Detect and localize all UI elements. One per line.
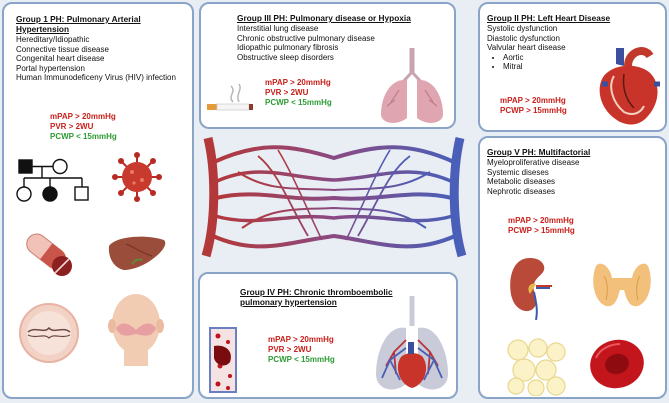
pvr-label: PVR > 2WU [50, 122, 94, 131]
group3-criteria: mPAP > 20mmHg PVR > 2WU PCWP < 15mmHg [265, 78, 332, 108]
valve-sublist: Aortic Mitral [487, 53, 566, 72]
list-item: Interstitial lung disease [237, 24, 319, 33]
liver-icon [108, 236, 166, 270]
vascular-network-icon [201, 136, 467, 258]
pcwp-label: PCWP > 15mmHg [500, 106, 567, 115]
pcwp-label: PCWP < 15mmHg [50, 132, 117, 141]
group5-criteria: mPAP > 20mmHg PCWP > 15mmHg [508, 216, 575, 236]
mpap-label: mPAP > 20mmHg [508, 216, 574, 225]
list-item: Portal hypertension [16, 63, 85, 73]
group1-list: Hereditary/Idiopathic Connective tissue … [16, 35, 191, 83]
group2-criteria: mPAP > 20mmHg PCWP > 15mmHg [500, 96, 567, 116]
lungs-heart-icon [376, 296, 448, 390]
list-item: Diastolic dysfunction [487, 33, 560, 43]
list-item: Myeloproliferative disease [487, 158, 580, 167]
mpap-label: mPAP > 20mmHg [50, 112, 116, 121]
list-item: Mitral [503, 62, 566, 72]
virus-icon [112, 152, 162, 202]
list-item: Nephrotic diseases [487, 186, 556, 196]
group1-criteria: mPAP > 20mmHg PVR > 2WU PCWP < 15mmHg [50, 112, 117, 142]
group4-criteria: mPAP > 20mmHg PVR > 2WU PCWP < 15mmHg [268, 335, 335, 365]
group1-panel: Group 1 PH: Pulmonary Arterial Hypertens… [2, 2, 194, 399]
list-item: Systemic diseses [487, 167, 549, 177]
pedigree-icon [16, 158, 89, 202]
red-blood-cell-icon [590, 339, 644, 389]
list-item: Connective tissue disease [16, 44, 109, 54]
list-item: Chronic obstructive pulmonary disease [237, 33, 375, 43]
group4-panel: Group IV PH: Chronic thromboembolic pulm… [198, 272, 458, 399]
cigarette-icon [207, 83, 253, 111]
list-item: Metabolic diseases [487, 177, 556, 187]
heart-icon [599, 47, 660, 125]
pcwp-label: PCWP < 15mmHg [268, 355, 335, 364]
list-item: Congenital heart disease [16, 54, 105, 64]
group3-panel: Group III PH: Pulmonary disease or Hypox… [199, 2, 456, 129]
group2-list: Systolic dysfunction Diastolic dysfuncti… [487, 24, 566, 72]
face-rash-icon [108, 294, 164, 366]
lungs-icon [381, 48, 443, 123]
list-item: Idiopathic pulmonary fibrosis [237, 43, 339, 53]
thyroid-icon [593, 263, 651, 307]
kidney-icon [510, 258, 552, 320]
group5-list: Myeloproliferative disease Systemic dise… [487, 158, 580, 196]
pcwp-label: PCWP < 15mmHg [265, 98, 332, 107]
group5-title: Group V PH: Multifactorial [487, 147, 591, 157]
clot-vessel-icon [209, 327, 237, 393]
heart-valve-icon [19, 303, 79, 363]
group3-title: Group III PH: Pulmonary disease or Hypox… [237, 13, 411, 23]
pvr-label: PVR > 2WU [268, 345, 312, 354]
group4-title: Group IV PH: Chronic thromboembolic pulm… [240, 287, 393, 307]
pvr-label: PVR > 2WU [265, 88, 309, 97]
pill-icon [26, 233, 72, 276]
list-item: Systolic dysfunction [487, 24, 558, 33]
group5-panel: Group V PH: Multifactorial Myeloprolifer… [478, 136, 667, 399]
group3-list: Interstitial lung disease Chronic obstru… [237, 24, 375, 62]
list-item: Obstructive sleep disorders [237, 52, 334, 62]
group1-title: Group 1 PH: Pulmonary Arterial Hypertens… [16, 14, 141, 34]
list-item: Aortic [503, 53, 566, 63]
pcwp-label: PCWP > 15mmHg [508, 226, 575, 235]
mpap-label: mPAP > 20mmHg [265, 78, 331, 87]
mpap-label: mPAP > 20mmHg [268, 335, 334, 344]
list-item: Human Immunodeficeny Virus (HIV) infecti… [16, 73, 176, 83]
mpap-label: mPAP > 20mmHg [500, 96, 566, 105]
list-item: Valvular heart disease [487, 43, 566, 53]
group2-panel: Group II PH: Left Heart Disease Systolic… [478, 2, 667, 132]
list-item: Hereditary/Idiopathic [16, 35, 90, 44]
fat-cells-icon [507, 338, 566, 396]
group2-title: Group II PH: Left Heart Disease [487, 13, 611, 23]
